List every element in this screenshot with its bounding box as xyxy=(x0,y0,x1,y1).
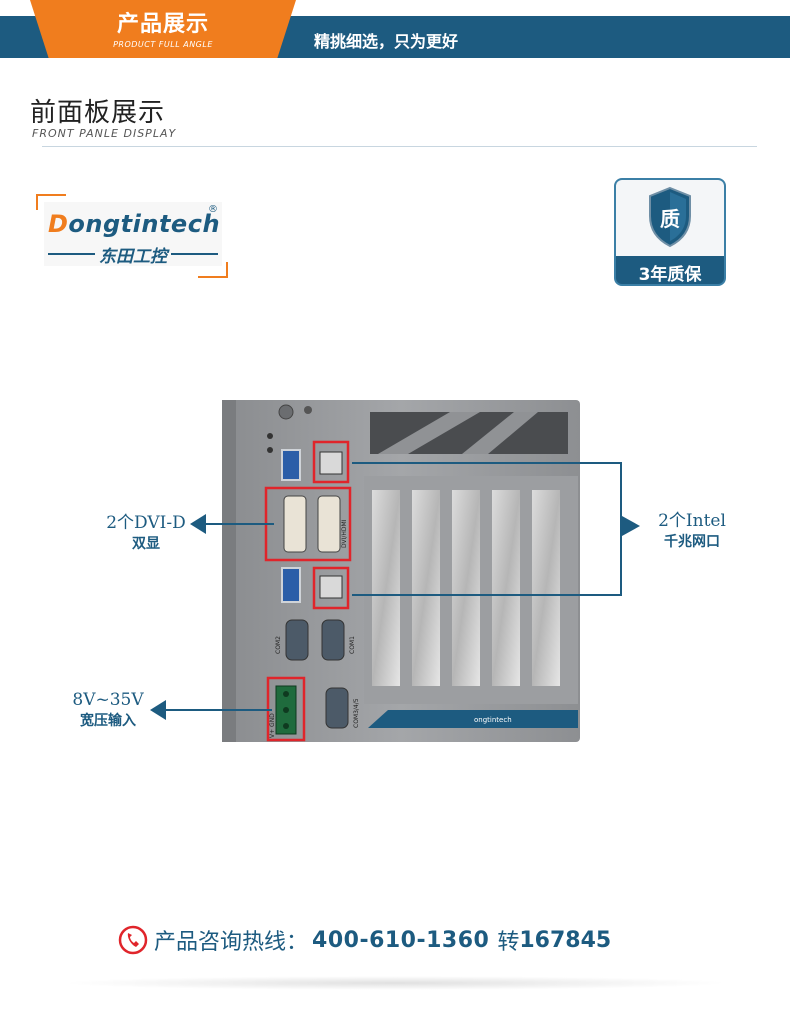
lan-line-bottom xyxy=(352,594,622,596)
expansion-slot xyxy=(372,490,400,686)
expansion-slot xyxy=(412,490,440,686)
usb-port xyxy=(281,449,301,481)
section-subtitle: FRONT PANLE DISPLAY xyxy=(32,127,177,140)
expansion-slot xyxy=(532,490,560,686)
callout-lan: 2个Intel 千兆网口 xyxy=(642,506,742,551)
hotline: 产品咨询热线： 400-610-1360 转 167845 xyxy=(118,924,611,956)
registered-mark: ® xyxy=(208,204,218,215)
device-front-panel: ongtintech DVI/HDMI COM2 COM1 COM3/4/5 V… xyxy=(222,400,580,742)
audio-jack xyxy=(267,447,273,453)
callout-lan-main: 2个Intel xyxy=(658,511,726,531)
dvi-port xyxy=(317,495,341,553)
power-pins-label: V+ GND xyxy=(269,713,276,738)
com345-port xyxy=(325,687,349,729)
lan-port xyxy=(319,451,343,475)
lan-highlight-box xyxy=(312,566,350,610)
logo-brand-rest: ongtintech xyxy=(68,210,221,238)
section-title: 前面板展示 xyxy=(30,98,166,128)
logo-dash-right xyxy=(171,253,218,255)
vent-stripe xyxy=(378,412,480,454)
banner-title: 产品展示 xyxy=(116,12,209,37)
banner-tab xyxy=(30,0,296,58)
callout-power-arrow xyxy=(150,700,272,720)
callout-power-main: 8V~35V xyxy=(72,690,144,710)
logo-corner-top-left xyxy=(36,194,66,210)
terminal-screw xyxy=(283,691,289,697)
expansion-slot xyxy=(492,490,520,686)
audio-jack xyxy=(267,433,273,439)
name-plate xyxy=(368,710,578,728)
chassis-left-edge xyxy=(222,400,236,742)
dvi-port xyxy=(283,495,307,553)
hotline-label: 产品咨询热线： xyxy=(154,930,309,955)
callout-dvi: 2个DVI-D 双显 xyxy=(98,508,194,553)
logo-first-letter: D xyxy=(48,210,69,238)
phone-icon xyxy=(118,925,148,955)
callout-power-sub: 宽压输入 xyxy=(80,713,136,729)
expansion-slot xyxy=(452,490,480,686)
banner-subtitle: PRODUCT FULL ANGLE xyxy=(113,40,213,49)
callout-dvi-main: 2个DVI-D xyxy=(106,513,186,533)
com1-label: COM1 xyxy=(349,636,356,654)
reset-button xyxy=(304,406,312,414)
callout-lan-sub: 千兆网口 xyxy=(664,534,720,550)
logo-corner-bottom-right xyxy=(198,262,228,278)
terminal-screw xyxy=(283,723,289,729)
terminal-screw xyxy=(283,707,289,713)
callout-power: 8V~35V 宽压输入 xyxy=(62,690,154,730)
logo-background xyxy=(44,202,222,266)
badge-text: 3年质保 xyxy=(638,265,702,285)
callout-lan-arrow xyxy=(622,516,640,536)
lan-line-vertical xyxy=(620,462,622,596)
warranty-badge: 质 3年质保 xyxy=(614,178,726,286)
power-button xyxy=(278,404,294,420)
hotline-extension-word: 转 xyxy=(497,930,520,955)
section-divider xyxy=(42,146,757,147)
usb-port xyxy=(281,567,301,603)
lan-highlight-box xyxy=(312,440,350,484)
logo-brand-text: Dongtintech xyxy=(48,210,220,238)
badge-glyph: 质 xyxy=(660,207,680,231)
com2-label: COM2 xyxy=(275,636,282,654)
lan-line-top xyxy=(352,462,622,464)
dvi-hdmi-label: DVI/HDMI xyxy=(341,519,348,548)
banner-slogan: 精挑细选，只为更好 xyxy=(314,32,459,51)
top-banner: 产品展示 PRODUCT FULL ANGLE 精挑细选，只为更好 xyxy=(0,0,790,60)
hotline-number[interactable]: 400-610-1360 xyxy=(312,927,490,953)
brand-logo: Dongtintech ® 东田工控 xyxy=(36,194,228,278)
com2-port xyxy=(285,619,309,661)
com345-label: COM3/4/5 xyxy=(353,698,360,728)
plate-logo: ongtintech xyxy=(474,716,512,724)
logo-chinese-row: 东田工控 xyxy=(44,244,222,267)
shield-icon: 质 xyxy=(649,186,691,248)
logo-dash-left xyxy=(48,253,95,255)
footer-shadow xyxy=(60,976,730,990)
logo-chinese: 东田工控 xyxy=(99,246,167,267)
callout-dvi-sub: 双显 xyxy=(132,536,160,552)
lan-port xyxy=(319,575,343,599)
callout-dvi-arrow xyxy=(190,514,274,534)
com1-port xyxy=(321,619,345,661)
hotline-extension: 167845 xyxy=(519,927,612,953)
vent-stripe xyxy=(462,412,538,454)
